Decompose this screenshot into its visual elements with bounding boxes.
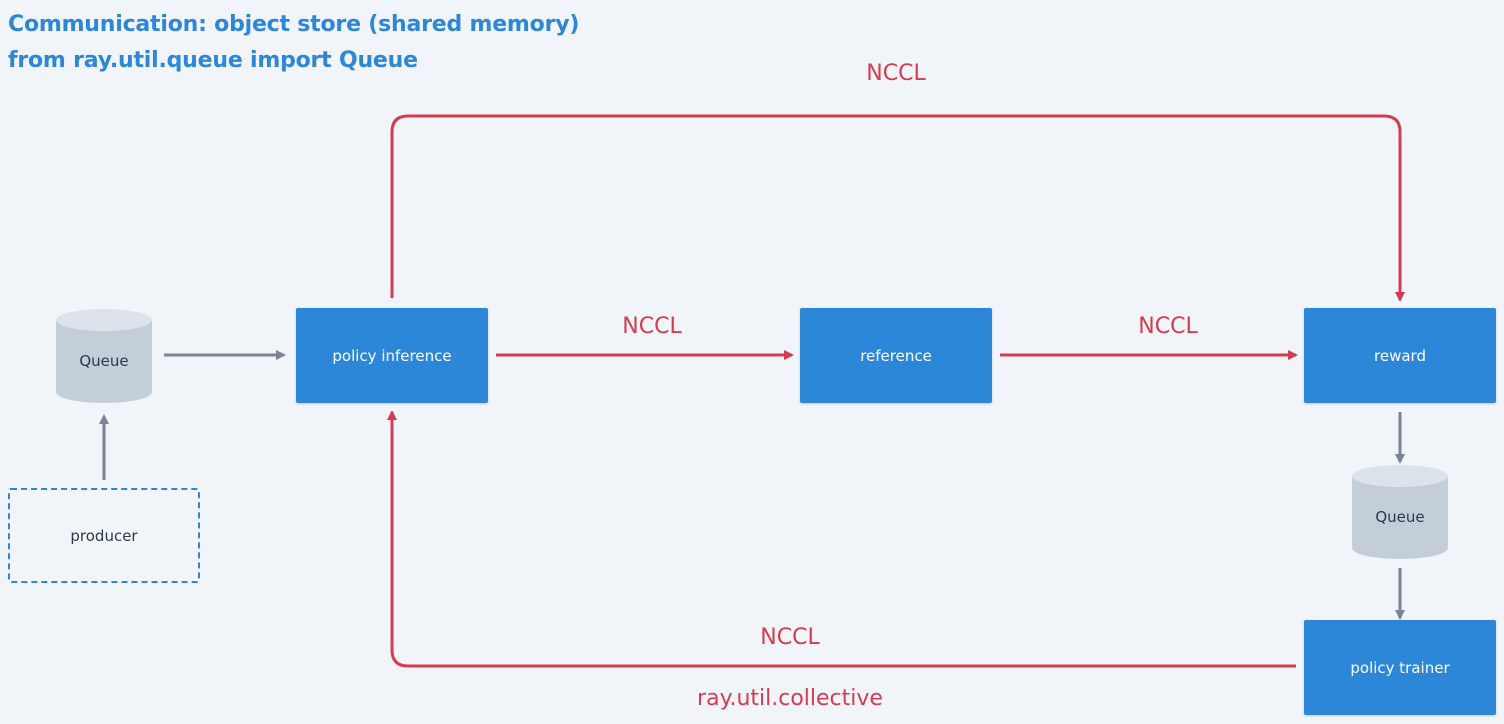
node-producer[interactable]: producer — [8, 488, 200, 583]
node-reward[interactable]: reward — [1304, 308, 1496, 403]
edge-trainer-to-inference — [387, 410, 1296, 668]
edge-label-trainer-to-inference: NCCL — [760, 625, 820, 650]
edge-label-top-loop: NCCL — [866, 61, 926, 86]
node-policy-trainer[interactable]: policy trainer — [1304, 620, 1496, 715]
node-reference-label: reference — [860, 346, 932, 365]
edge-top-loop — [390, 114, 1405, 302]
edge-label-reference-to-reward: NCCL — [1138, 314, 1198, 339]
queue-cylinder-input — [56, 309, 152, 403]
queue-label-output: Queue — [1375, 508, 1425, 526]
node-policy-inference-label: policy inference — [332, 346, 452, 365]
node-policy-inference[interactable]: policy inference — [296, 308, 488, 403]
node-policy-trainer-label: policy trainer — [1350, 658, 1450, 677]
edge-label-inference-to-reference: NCCL — [622, 314, 682, 339]
node-producer-label: producer — [70, 526, 138, 545]
node-reward-label: reward — [1374, 346, 1426, 365]
queue-label-input: Queue — [79, 352, 129, 370]
collective-label: ray.util.collective — [697, 686, 883, 711]
node-reference[interactable]: reference — [800, 308, 992, 403]
diagram-title: Communication: object store (shared memo… — [8, 12, 580, 37]
diagram-subtitle: from ray.util.queue import Queue — [8, 48, 418, 73]
queue-cylinder-output — [1352, 465, 1448, 559]
